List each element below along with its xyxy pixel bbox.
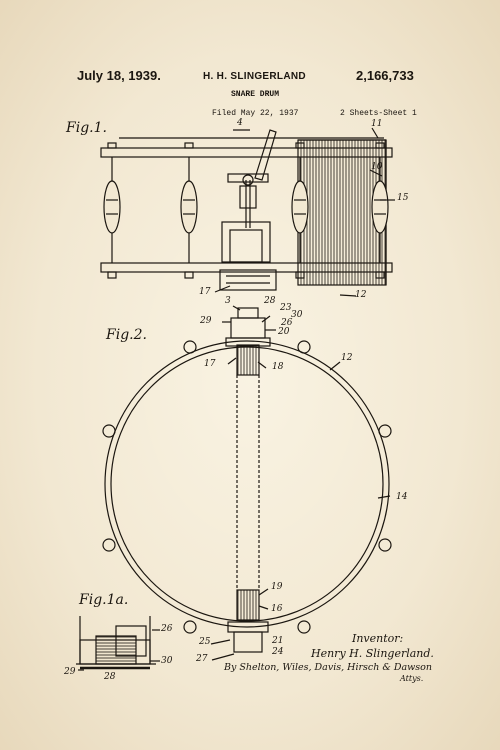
ref-fig1-11: 11 [371,119,383,129]
fig2-rim-lugs [102,340,392,634]
fig1-strainer-post [239,185,257,209]
ref-fig2-3: 3 [225,296,231,306]
inventor-label: Inventor: [352,632,404,645]
fig2-outer-hoop [104,340,390,628]
ref-fig1-15: 15 [397,193,409,203]
ref-fig1-17: 17 [199,287,211,297]
ref-fig1a-26: 26 [161,624,173,634]
ref-fig1a-30: 30 [161,656,173,666]
ref-fig2-26: 26 [281,318,293,328]
fig2-label: Fig.2. [106,327,147,343]
fig2-inner-hoop [110,346,384,622]
fig2-top-strainer [230,317,266,339]
ref-fig2-27: 27 [196,654,208,664]
ref-fig2-30: 30 [291,310,303,320]
ref-fig2-19: 19 [271,582,283,592]
fig1a-label: Fig.1a. [79,592,129,608]
sheet-count: 2 Sheets-Sheet 1 [340,109,417,118]
ref-fig2-24: 24 [272,647,284,657]
fig1-lug-2 [180,180,198,234]
fig1a-detail [76,616,160,671]
ref-fig1a-29: 29 [64,667,76,677]
patent-title: SNARE DRUM [231,90,280,99]
ref-fig2-28: 28 [264,296,276,306]
ref-fig1-10: 10 [371,162,383,172]
ref-fig2-21: 21 [272,636,284,646]
patent-number: 2,166,733 [356,68,414,83]
filed-date: Filed May 22, 1937 [212,109,299,118]
fig1-snare-clamp [219,269,277,291]
ref-fig2-20: 20 [278,327,290,337]
ref-fig1-12: 12 [355,290,367,300]
patent-date: July 18, 1939. [77,68,161,83]
fig2-snare-wires-bottom [236,589,260,621]
ref-fig2-23: 23 [280,303,292,313]
fig2-drum-top-view [102,305,392,661]
ref-fig2-14: 14 [396,492,408,502]
fig1-lug-1 [103,180,121,234]
ref-fig2-12: 12 [341,353,353,363]
ref-fig2-18: 18 [272,362,284,372]
fig1-top-hoop [100,147,393,158]
ref-fig2-16: 16 [271,604,283,614]
fig1-lever [254,129,277,181]
inventor-heading: H. H. SLINGERLAND [203,71,306,82]
ref-fig1a-28: 28 [104,672,116,682]
fig2-snare-wires-top [236,344,260,376]
attorneys-signature: By Shelton, Wiles, Davis, Hirsch & Dawso… [224,662,432,673]
ref-fig1-4: 4 [237,118,243,128]
attorneys-label: Attys. [400,674,424,683]
ref-fig2-25: 25 [199,637,211,647]
fig1-drum-side-view [100,127,395,297]
fig1-lug-3 [291,180,309,234]
inventor-signature: Henry H. Slingerland. [311,647,434,660]
fig1-bottom-hoop [100,262,393,273]
fig1-label: Fig.1. [66,120,107,136]
ref-fig2-17: 17 [204,359,216,369]
fig1-lug-4 [371,180,389,234]
ref-fig2-29: 29 [200,316,212,326]
